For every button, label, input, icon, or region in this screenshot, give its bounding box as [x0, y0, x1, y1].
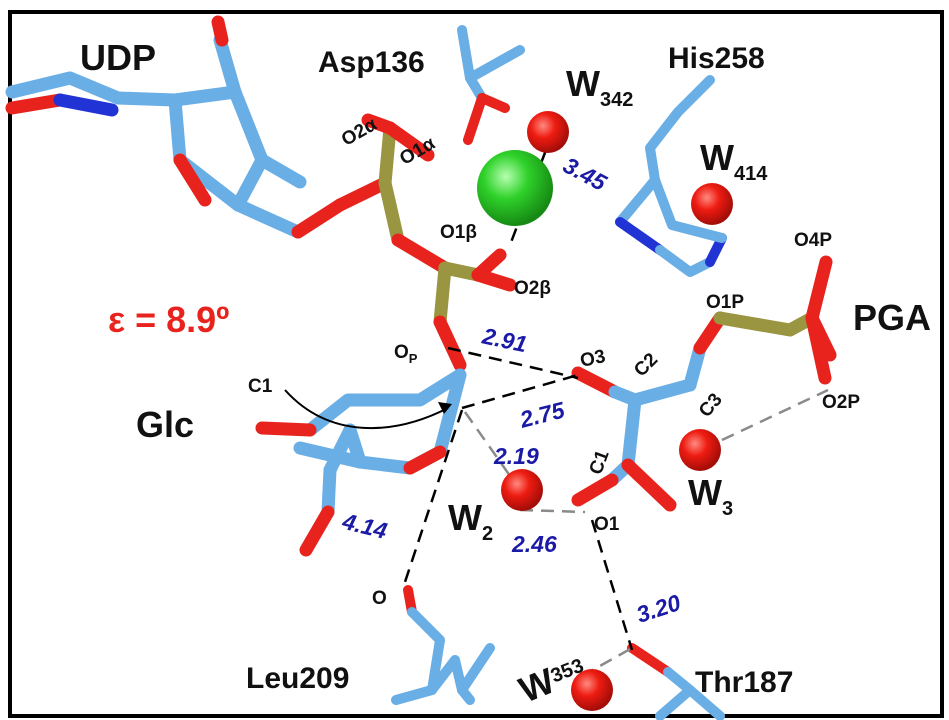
glc-label: Glc	[136, 404, 194, 445]
figure-border	[8, 10, 944, 718]
distance-4-14-label: 4.14	[339, 508, 390, 544]
his258-label: His258	[668, 42, 765, 75]
atom-o3-label: O3	[578, 346, 607, 372]
distance-2-91-label: 2.91	[479, 322, 529, 357]
atom-o-leu-label: O	[372, 588, 387, 609]
glucose-molecule	[255, 368, 467, 557]
leu209-residue	[391, 585, 495, 705]
atom-c1-pga-label: C1	[586, 447, 614, 477]
his258-residue	[615, 75, 727, 277]
thr187-residue	[627, 643, 725, 720]
atom-o1beta-label: O1β	[440, 222, 477, 243]
water-414-label: W414	[700, 137, 768, 185]
pga-label: PGA	[853, 297, 931, 338]
c1-arrowhead	[438, 402, 452, 414]
epsilon-label: ε = 8.9º	[108, 299, 229, 340]
atom-o1-label: O1	[594, 514, 620, 535]
asp136-residue	[457, 25, 525, 145]
water-2-label: W2	[448, 497, 493, 545]
asp136-label: Asp136	[318, 46, 425, 79]
water-2-sphere	[501, 469, 543, 511]
atom-op-label: OP	[394, 342, 418, 366]
atom-o2beta-label: O2β	[514, 278, 551, 299]
atom-c2-label: C2	[630, 349, 662, 381]
pga-molecule	[571, 255, 837, 512]
water-414-sphere	[691, 183, 733, 225]
atom-c3-label: C3	[695, 389, 727, 421]
water-342-sphere	[527, 111, 569, 153]
distance-2-75-label: 2.75	[516, 396, 568, 433]
mg-ion-sphere	[477, 150, 553, 226]
water-342-label: W342	[566, 63, 633, 111]
thr187-label: Thr187	[695, 666, 793, 699]
distance-3-45-label: 3.45	[559, 152, 612, 197]
atom-c1-glc-label: C1	[248, 376, 273, 397]
distance-2-46-label: 2.46	[511, 531, 557, 557]
udp-label: UDP	[80, 37, 156, 78]
atom-o4p-label: O4P	[794, 230, 832, 251]
atom-o1p-label: O1P	[706, 292, 744, 313]
leu209-label: Leu209	[246, 662, 349, 695]
water-3-sphere	[679, 429, 721, 471]
water-353-sphere	[571, 669, 613, 711]
atom-o2p-label: O2P	[822, 392, 860, 413]
water-3-label: W3	[688, 472, 733, 520]
distance-3-20-label: 3.20	[633, 589, 684, 628]
c1-pointer-arrow	[284, 389, 449, 429]
udp-molecule	[5, 15, 517, 372]
distance-2-19-label: 2.19	[493, 443, 539, 469]
